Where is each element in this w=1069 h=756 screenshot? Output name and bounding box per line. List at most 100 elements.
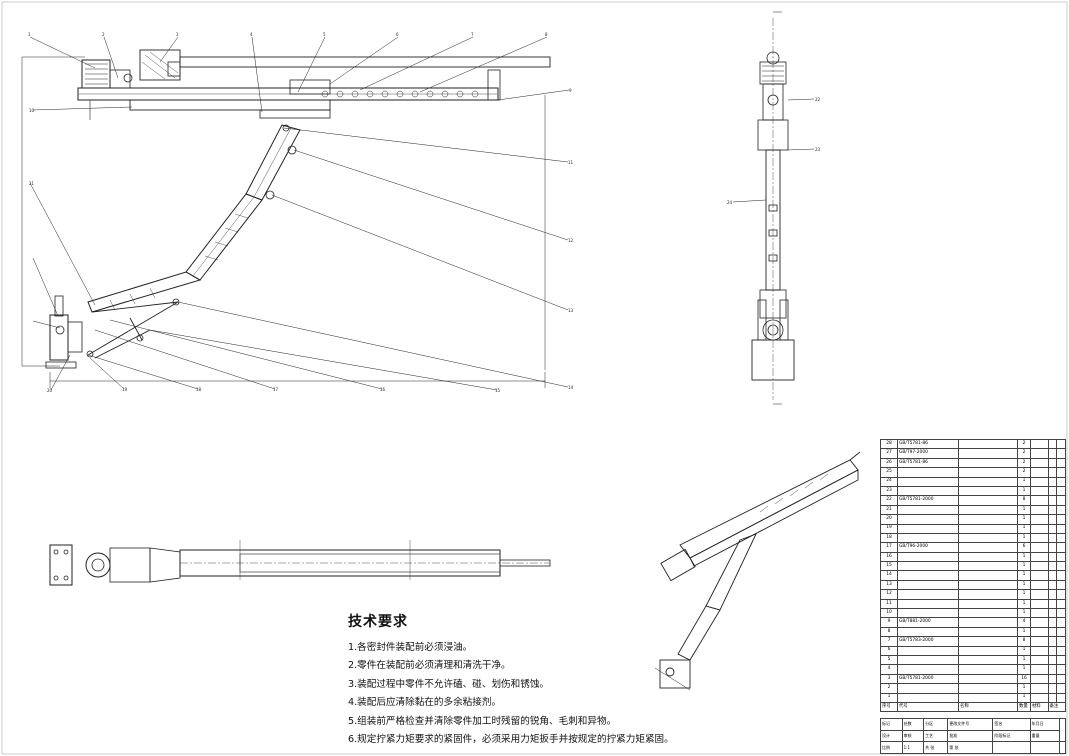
svg-text:24: 24 <box>727 200 733 205</box>
title-block-label: 审核 <box>901 729 925 743</box>
bom-cell-name <box>958 626 1018 638</box>
bom-cell-name <box>958 457 1018 469</box>
title-block: 标记 处数 分区 更改文件号 签名 年月日 设计 审核 工艺 批准 阶段标记 重… <box>880 717 1066 754</box>
title-block-label: 设计 <box>880 729 903 743</box>
bom-header-no: 序号 <box>880 701 898 713</box>
bom-cell-qty: 1 <box>1017 514 1031 525</box>
bom-cell-no: 7 <box>880 636 898 647</box>
bom-cell-no: 17 <box>880 542 898 553</box>
bom-cell-name <box>958 523 1018 534</box>
bom-cell-std <box>897 476 959 487</box>
svg-text:16: 16 <box>380 387 386 392</box>
bom-cell-name <box>958 683 1018 694</box>
bom-cell-no: 26 <box>880 457 898 469</box>
bom-cell-qty: 1 <box>1017 645 1031 657</box>
bom-cell-no: 10 <box>880 608 898 619</box>
bom-cell-qty: 8 <box>1017 636 1031 647</box>
title-block-label: 分区 <box>923 718 949 731</box>
bom-cell-name <box>958 504 1018 516</box>
bom-cell-no: 19 <box>880 523 898 534</box>
bom-cell-name <box>958 476 1018 487</box>
bom-cell-std <box>897 532 959 544</box>
bom-cell-std <box>897 523 959 534</box>
svg-text:13: 13 <box>568 308 574 313</box>
bom-cell-qty: 1 <box>1017 504 1031 516</box>
bom-cell-qty: 4 <box>1017 617 1031 628</box>
bom-cell-std: GB/T5783-2000 <box>897 636 959 647</box>
bom-cell-no: 9 <box>880 617 898 628</box>
bom-cell-std: GB/T5781-86 <box>897 457 959 469</box>
bom-cell-name <box>958 570 1018 581</box>
bom-cell-std <box>897 514 959 525</box>
bom-cell-no: 12 <box>880 589 898 600</box>
requirement-item: 6.规定拧紧力矩要求的紧固件，必须采用力矩扳手并按规定的拧紧力矩紧固。 <box>348 734 674 746</box>
bom-cell-name <box>958 551 1018 563</box>
bom-cell-std: GB/T96-2000 <box>897 542 959 553</box>
bom-cell-no: 21 <box>880 504 898 516</box>
bom-cell-no: 14 <box>880 570 898 581</box>
bom-row: 21 1 <box>880 504 1066 516</box>
bom-cell-no: 16 <box>880 551 898 563</box>
bom-cell-name <box>958 673 1018 685</box>
svg-text:11: 11 <box>568 160 574 165</box>
bom-cell-name <box>958 589 1018 600</box>
svg-text:18: 18 <box>196 387 202 392</box>
bom-cell-qty: 6 <box>1017 542 1031 553</box>
bom-cell-no: 1 <box>880 692 898 703</box>
boom-holes <box>321 90 479 98</box>
technical-requirements-title: 技术要求 <box>348 614 408 630</box>
svg-text:23: 23 <box>815 147 821 152</box>
svg-text:19: 19 <box>122 387 128 392</box>
bom-cell-name <box>958 598 1018 610</box>
bom-cell-std: GB/T97-2000 <box>897 448 959 459</box>
svg-text:15: 15 <box>495 388 501 393</box>
bom-cell-std <box>897 608 959 619</box>
bom-cell-qty: 1 <box>1017 683 1031 694</box>
svg-text:4: 4 <box>250 32 253 37</box>
bom-cell-no: 28 <box>880 438 898 450</box>
bom-cell-qty: 1 <box>1017 692 1031 703</box>
bom-cell-qty: 2 <box>1017 467 1031 478</box>
bom-cell-name <box>958 448 1018 459</box>
bom-cell-std <box>897 683 959 694</box>
bom-cell-std <box>897 579 959 591</box>
svg-text:8: 8 <box>545 32 548 37</box>
svg-text:3: 3 <box>176 32 179 37</box>
title-block-label: 阶段标记 <box>992 729 1031 743</box>
bom-cell-std <box>897 467 959 478</box>
bom-cell-std: GB/T881-2000 <box>897 617 959 628</box>
bom-cell-qty: 2 <box>1017 448 1031 459</box>
svg-text:5: 5 <box>323 32 326 37</box>
bom-header-std: 代号 <box>897 701 959 713</box>
title-block-label: 工艺 <box>923 729 949 743</box>
svg-text:17: 17 <box>273 387 279 392</box>
bom-cell-name <box>958 561 1018 572</box>
bom-cell-name <box>958 636 1018 647</box>
bom-cell-no: 13 <box>880 579 898 591</box>
bom-cell-std <box>897 570 959 581</box>
bom-cell-no: 4 <box>880 664 898 675</box>
bom-cell-no: 5 <box>880 654 898 666</box>
bom-cell-std <box>897 654 959 666</box>
bom-cell-qty: 1 <box>1017 570 1031 581</box>
bom-cell-no: 15 <box>880 561 898 572</box>
bom-cell-name <box>958 654 1018 666</box>
bom-cell-no: 8 <box>880 626 898 638</box>
bom-cell-std <box>897 485 959 497</box>
bom-cell-no: 3 <box>880 673 898 685</box>
bom-cell-std: GB/T5781-2000 <box>897 673 959 685</box>
bom-cell-std <box>897 504 959 516</box>
